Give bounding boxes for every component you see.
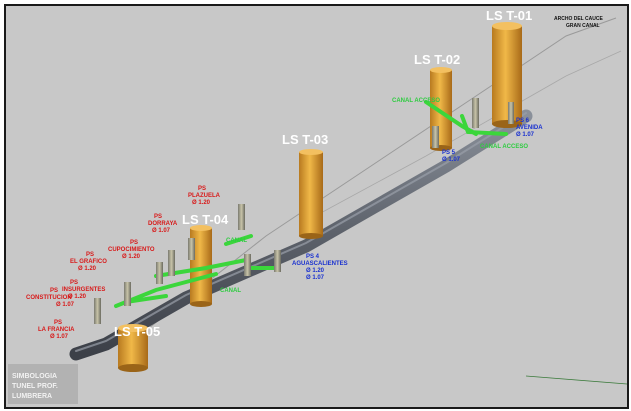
svg-text:Ø 1.07: Ø 1.07 <box>152 228 171 234</box>
svg-text:Ø 1.20: Ø 1.20 <box>192 200 211 206</box>
svg-text:Ø 1.07: Ø 1.07 <box>516 132 535 138</box>
svg-text:PS 5: PS 5 <box>442 150 456 156</box>
small-drops <box>94 98 514 324</box>
svg-text:Ø 1.20: Ø 1.20 <box>78 266 97 272</box>
diagram-frame: LS T-01 LS T-02 LS T-03 LS T-04 LS T-05 <box>4 4 629 409</box>
shaft-ls-t01: LS T-01 <box>486 8 532 128</box>
svg-text:INSURGENTES: INSURGENTES <box>62 287 105 293</box>
svg-text:PS: PS <box>86 252 94 258</box>
shaft-ls-t05: LS T-05 <box>114 324 160 372</box>
green-label-low: CANAL <box>220 288 241 294</box>
shaft-ls-t04: LS T-04 <box>182 212 229 307</box>
svg-text:PS 6: PS 6 <box>516 118 530 124</box>
shaft-label-t05: LS T-05 <box>114 324 160 339</box>
svg-text:PLAZUELA: PLAZUELA <box>188 193 221 199</box>
svg-text:PS: PS <box>54 320 62 326</box>
svg-text:Ø 1.20: Ø 1.20 <box>306 268 325 274</box>
svg-text:EL GRAFICO: EL GRAFICO <box>70 259 107 265</box>
svg-text:AGUASCALIENTES: AGUASCALIENTES <box>292 261 348 267</box>
red-label-5: PS CONSTITUCION Ø 1.07 <box>26 288 75 308</box>
svg-text:PS: PS <box>70 280 78 286</box>
svg-text:PS: PS <box>198 186 206 192</box>
red-label-4: PS INSURGENTES Ø 1.20 <box>62 280 105 300</box>
svg-text:PS: PS <box>154 214 162 220</box>
svg-text:LA FRANCIA: LA FRANCIA <box>38 327 75 333</box>
shaft-label-t02: LS T-02 <box>414 52 460 67</box>
tunnel-3d-diagram: LS T-01 LS T-02 LS T-03 LS T-04 LS T-05 <box>8 8 627 404</box>
svg-text:Ø 1.20: Ø 1.20 <box>122 254 141 260</box>
corner-note-bg <box>8 364 78 404</box>
note-line-2: GRAN CANAL <box>566 23 600 29</box>
blue-label-upper: PS 6 AVENIDA Ø 1.07 <box>516 118 543 138</box>
red-label-1: PS DORRAYA Ø 1.07 <box>148 214 178 234</box>
green-label-mid: CANAL <box>226 238 247 244</box>
svg-text:CONSTITUCION: CONSTITUCION <box>26 295 72 301</box>
shaft-label-t01: LS T-01 <box>486 8 532 23</box>
svg-text:Ø 1.07: Ø 1.07 <box>306 275 325 281</box>
green-label-right: CANAL ACCESO <box>480 144 528 150</box>
svg-text:Ø 1.20: Ø 1.20 <box>68 294 87 300</box>
ground-line <box>525 375 627 385</box>
green-label-top: CANAL ACCESO <box>392 98 440 104</box>
svg-text:Ø 1.07: Ø 1.07 <box>50 334 69 340</box>
red-label-2: PS CUPOCIMIENTO Ø 1.20 <box>108 240 155 260</box>
blue-label-upper-left: PS 5 Ø 1.07 <box>442 150 461 163</box>
terrain-line-2 <box>305 50 622 222</box>
svg-text:PS: PS <box>50 288 58 294</box>
svg-text:CUPOCIMIENTO: CUPOCIMIENTO <box>108 247 155 253</box>
shaft-label-t04: LS T-04 <box>182 212 229 227</box>
svg-text:Ø 1.07: Ø 1.07 <box>442 157 461 163</box>
svg-text:Ø 1.07: Ø 1.07 <box>56 302 75 308</box>
shaft-label-t03: LS T-03 <box>282 132 328 147</box>
red-label-0: PS PLAZUELA Ø 1.20 <box>188 186 221 206</box>
corner-line-1: SIMBOLOGIA <box>12 373 57 380</box>
shaft-ls-t03: LS T-03 <box>282 132 328 239</box>
note-line-1: ARCHO DEL CAUCE <box>554 16 603 22</box>
blue-label-middle: PS 4 AGUASCALIENTES Ø 1.20 Ø 1.07 <box>292 254 348 281</box>
svg-text:AVENIDA: AVENIDA <box>516 125 543 131</box>
svg-text:DORRAYA: DORRAYA <box>148 221 178 227</box>
corner-line-3: LUMBRERA <box>12 393 52 400</box>
svg-text:PS 4: PS 4 <box>306 254 320 260</box>
corner-line-2: TUNEL PROF. <box>12 383 58 390</box>
svg-text:PS: PS <box>130 240 138 246</box>
red-label-3: PS EL GRAFICO Ø 1.20 <box>70 252 107 272</box>
red-label-6: PS LA FRANCIA Ø 1.07 <box>38 320 75 340</box>
